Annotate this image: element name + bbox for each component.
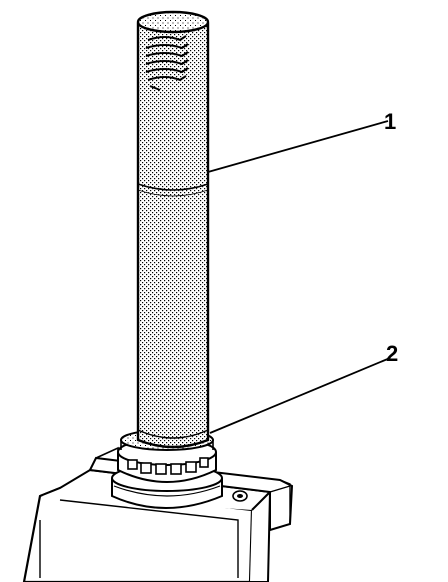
installer-tool xyxy=(136,10,210,449)
callout-1: 1 xyxy=(384,109,396,134)
ring-teeth xyxy=(127,457,209,475)
leader-lines xyxy=(207,120,391,434)
tool-threads xyxy=(145,35,189,91)
leader-line-1 xyxy=(207,120,389,173)
tool-top-face xyxy=(136,10,210,34)
leader-line-2 xyxy=(209,357,391,434)
callout-2: 2 xyxy=(386,341,398,366)
